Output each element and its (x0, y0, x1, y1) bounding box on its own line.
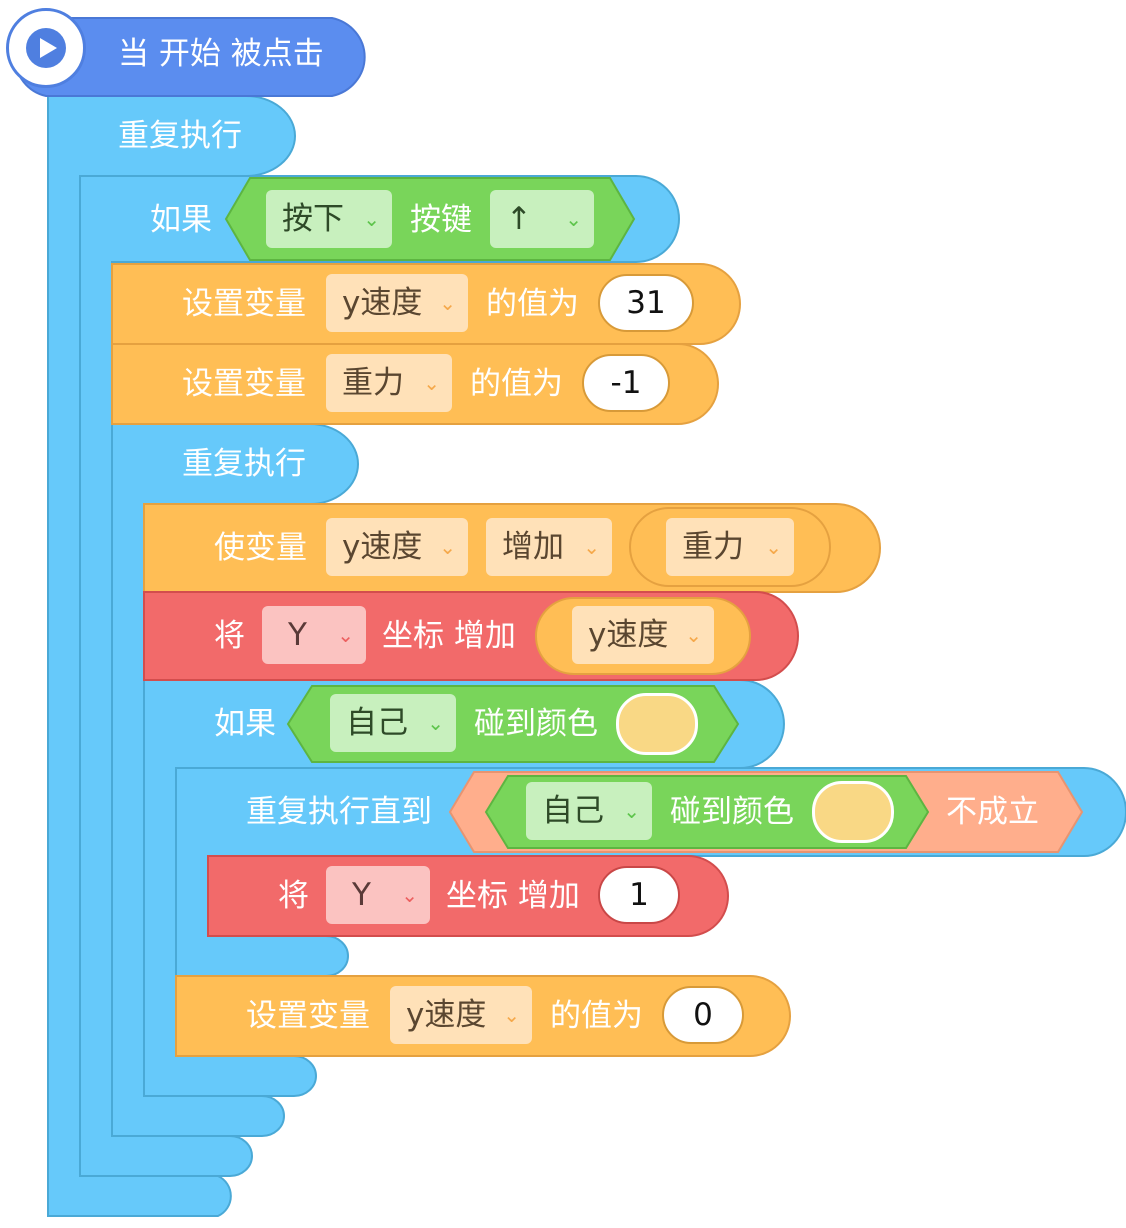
operation-dropdown[interactable]: 增加 ⌄ (486, 518, 612, 576)
if-touch-label: 如果 (214, 706, 276, 742)
color-swatch[interactable] (812, 781, 894, 843)
chevron-down-icon: ⌄ (439, 535, 456, 559)
chevron-down-icon: ⌄ (685, 623, 702, 647)
variable-dropdown[interactable]: y速度 ⌄ (326, 274, 468, 332)
coordinate-change-label: 坐标 增加 (446, 878, 580, 914)
chevron-down-icon: ⌄ (423, 371, 440, 395)
chevron-down-icon: ⌄ (337, 623, 354, 647)
forever-outer-block (47, 95, 296, 1217)
set-var-label: 设置变量 (182, 366, 306, 402)
set-var-label: 设置变量 (182, 286, 306, 322)
change-var-label: 使变量 (214, 530, 307, 566)
target-dropdown-value: 自己 (346, 705, 408, 741)
key-dropdown-value: ↑ (506, 201, 532, 237)
forever-outer-label: 重复执行 (118, 118, 242, 154)
axis-dropdown[interactable]: Y⌄ (326, 866, 430, 924)
variable-dropdown[interactable]: 重力 ⌄ (326, 354, 452, 412)
variable-dropdown[interactable]: y速度 ⌄ (390, 986, 532, 1044)
touch-color-label: 碰到颜色 (474, 706, 598, 742)
target-dropdown[interactable]: 自己 ⌄ (526, 782, 652, 840)
set-var-label: 设置变量 (246, 998, 370, 1034)
coordinate-change-label: 坐标 增加 (382, 618, 516, 654)
motion-label: 将 (278, 878, 309, 914)
chevron-down-icon: ⌄ (363, 207, 380, 231)
if-key-block (79, 175, 680, 1177)
chevron-down-icon: ⌄ (427, 711, 444, 735)
pressed-dropdown-value: 按下 (282, 201, 344, 237)
if-key-label: 如果 (150, 202, 212, 238)
gravity-operand-value: 重力 (682, 529, 744, 565)
axis-dropdown-value: Y (288, 617, 307, 653)
repeat-until-label: 重复执行直到 (246, 794, 432, 830)
chevron-down-icon: ⌄ (439, 291, 456, 315)
chevron-down-icon: ⌄ (565, 207, 582, 231)
operation-dropdown-value: 增加 (502, 529, 564, 565)
key-dropdown[interactable]: ↑⌄ (490, 190, 594, 248)
not-label: 不成立 (946, 794, 1039, 830)
value-label: 的值为 (470, 366, 563, 402)
variable-dropdown-value: 重力 (342, 365, 404, 401)
axis-dropdown[interactable]: Y⌄ (262, 606, 366, 664)
forever-inner-label: 重复执行 (182, 446, 306, 482)
chevron-down-icon: ⌄ (623, 799, 640, 823)
motion-label: 将 (214, 618, 245, 654)
value-label: 的值为 (486, 286, 579, 322)
value-input[interactable]: 31 (598, 274, 694, 332)
key-label: 按键 (410, 202, 472, 238)
value-label: 的值为 (550, 998, 643, 1034)
value-input[interactable]: 0 (662, 986, 744, 1044)
chevron-down-icon: ⌄ (401, 883, 418, 907)
target-dropdown[interactable]: 自己 ⌄ (330, 694, 456, 752)
variable-dropdown[interactable]: y速度 ⌄ (326, 518, 468, 576)
color-swatch[interactable] (616, 693, 698, 755)
variable-dropdown-value: y速度 (406, 997, 487, 1033)
hat-label: 当 开始 被点击 (118, 36, 324, 72)
pressed-dropdown[interactable]: 按下 ⌄ (266, 190, 392, 248)
yspeed-operand-dropdown[interactable]: y速度 ⌄ (572, 606, 714, 664)
play-triangle-icon (26, 28, 66, 68)
variable-dropdown-value: y速度 (342, 285, 423, 321)
value-input[interactable]: 1 (598, 866, 680, 924)
play-icon[interactable] (6, 8, 86, 88)
touch-color-label: 碰到颜色 (670, 794, 794, 830)
chevron-down-icon: ⌄ (503, 1003, 520, 1027)
gravity-operand-dropdown[interactable]: 重力 ⌄ (666, 518, 794, 576)
yspeed-operand-value: y速度 (588, 617, 669, 653)
axis-dropdown-value: Y (352, 877, 371, 913)
variable-dropdown-value: y速度 (342, 529, 423, 565)
chevron-down-icon: ⌄ (765, 535, 782, 559)
value-input[interactable]: -1 (582, 354, 670, 412)
chevron-down-icon: ⌄ (583, 535, 600, 559)
target-dropdown-value: 自己 (542, 793, 604, 829)
